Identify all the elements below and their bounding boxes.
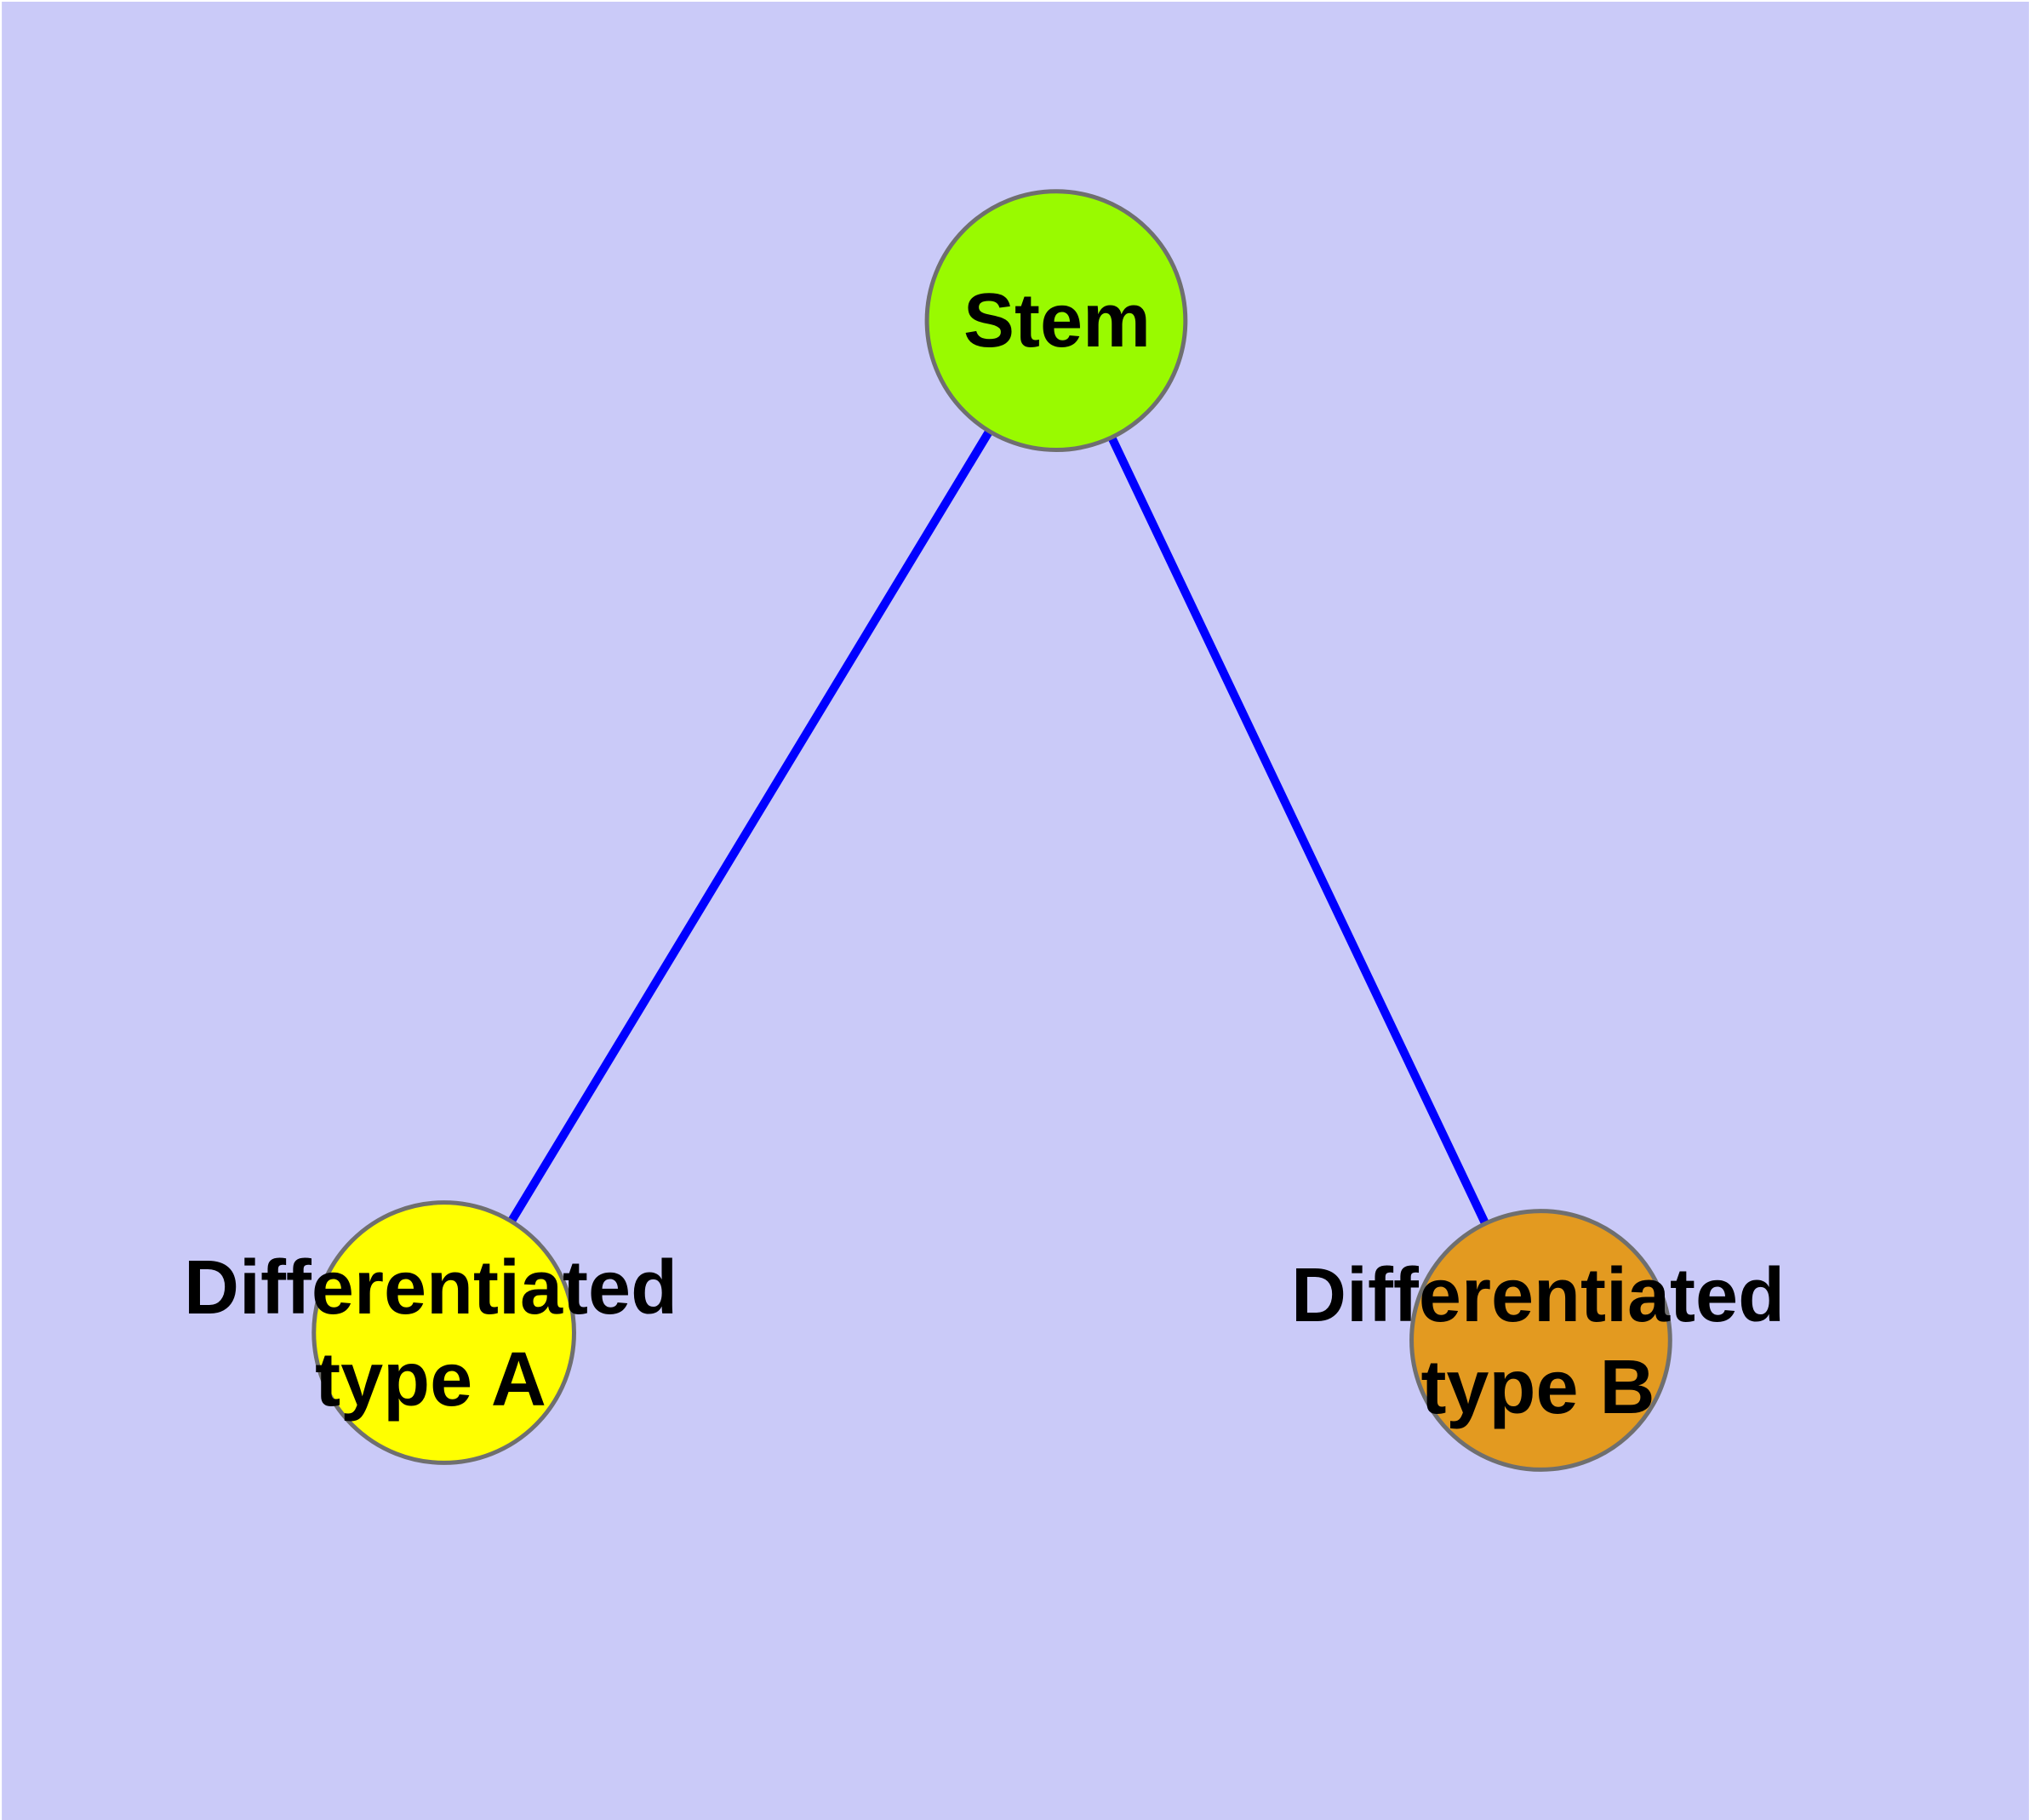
node-type-b-circle <box>1409 1209 1672 1472</box>
node-stem-circle <box>924 189 1188 453</box>
node-type-a-circle <box>311 1200 576 1465</box>
edge-stem-to-type-a <box>439 316 1060 1337</box>
edge-stem-to-type-b <box>1051 316 1546 1345</box>
